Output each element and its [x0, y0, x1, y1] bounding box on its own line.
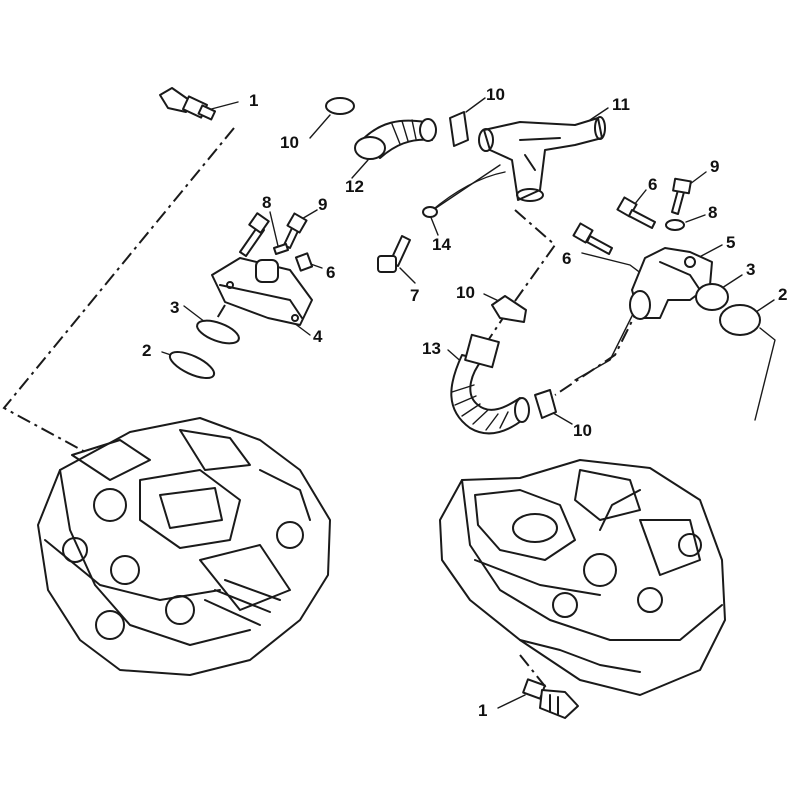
callout-9-right: 9	[710, 157, 719, 176]
leader-10a	[309, 114, 331, 139]
callout-11: 11	[612, 95, 630, 114]
callout-labels: 1 1 2 2 3 3 4 5 6 6 6 7 8 8 9 9 10 10 10…	[142, 85, 787, 720]
callout-6-left: 6	[326, 263, 335, 282]
cylinder-head-left	[37, 417, 331, 676]
leader-outlet-hose	[574, 299, 641, 381]
callout-8-right: 8	[708, 203, 717, 222]
assembly-line-sensor-left	[2, 127, 235, 461]
hose-12	[354, 118, 437, 160]
o-ring-2-left	[168, 350, 216, 380]
leader-9b	[689, 171, 707, 185]
leader-3b	[721, 274, 743, 289]
temperature-sensor-bottom	[522, 678, 579, 719]
assembly-line-hose	[484, 209, 557, 346]
thermostat-housing-left	[211, 257, 313, 326]
leader-10b	[465, 97, 486, 113]
assembly-line-thermostat	[209, 304, 226, 331]
temperature-sensor-top	[159, 87, 217, 121]
callout-12: 12	[345, 177, 364, 196]
bolt-right-6-upper	[616, 196, 656, 229]
o-ring-2-right	[719, 304, 761, 336]
clamp-10-lower	[534, 389, 557, 419]
leader-hose-14	[429, 164, 501, 213]
callout-1-top: 1	[249, 91, 258, 110]
callout-5: 5	[726, 233, 735, 252]
callout-3-right: 3	[746, 260, 755, 279]
leader-8b	[685, 214, 706, 223]
callout-7: 7	[410, 286, 419, 305]
callout-1-bottom: 1	[478, 701, 487, 720]
callout-2-right: 2	[778, 285, 787, 304]
callout-10-lower: 10	[573, 421, 592, 440]
leader-6b	[633, 189, 647, 206]
leader-2b	[755, 299, 775, 313]
gasket-3-left	[196, 319, 240, 345]
leader-8a	[269, 211, 279, 247]
bolt-left-9	[283, 212, 308, 249]
washer-14	[422, 206, 438, 218]
bolt-left-6	[294, 252, 314, 272]
assembly-line-outlet	[554, 304, 641, 396]
leader-1b	[497, 694, 526, 709]
y-pipe-11	[478, 116, 606, 202]
bolt-7	[377, 235, 411, 273]
leader-7	[399, 267, 416, 284]
bolt-right-6-lower	[572, 222, 613, 255]
leader-14	[429, 214, 439, 236]
callout-6-right-upper: 6	[648, 175, 657, 194]
gasket-3-right	[695, 283, 729, 311]
callout-13: 13	[422, 339, 441, 358]
clamp-10-top-right	[449, 111, 469, 147]
washer-8-left	[273, 243, 289, 255]
callout-6-right-lower: 6	[562, 249, 571, 268]
callout-4: 4	[313, 327, 323, 346]
bleed-line	[429, 171, 506, 213]
cylinder-head-right	[439, 459, 726, 696]
callout-8-left: 8	[262, 193, 271, 212]
callout-10-middle: 10	[456, 283, 475, 302]
hose-13	[450, 333, 530, 435]
bolt-left-long	[239, 212, 270, 257]
clamp-10-middle	[491, 295, 527, 323]
callout-10-top-left: 10	[280, 133, 299, 152]
callout-14: 14	[432, 235, 451, 254]
callout-2-left: 2	[142, 341, 151, 360]
leader-3a	[183, 305, 206, 323]
leader-11	[589, 107, 609, 121]
callout-3-left: 3	[170, 298, 179, 317]
callout-10-top-right: 10	[486, 85, 505, 104]
bolt-right-9	[671, 177, 692, 215]
washer-8-right	[665, 219, 685, 231]
callout-9-left: 9	[318, 195, 327, 214]
leader-gasket-right	[754, 327, 776, 421]
clamp-10-top-left	[325, 97, 355, 115]
leader-12	[351, 159, 369, 179]
thermostat-housing-right	[629, 247, 713, 320]
